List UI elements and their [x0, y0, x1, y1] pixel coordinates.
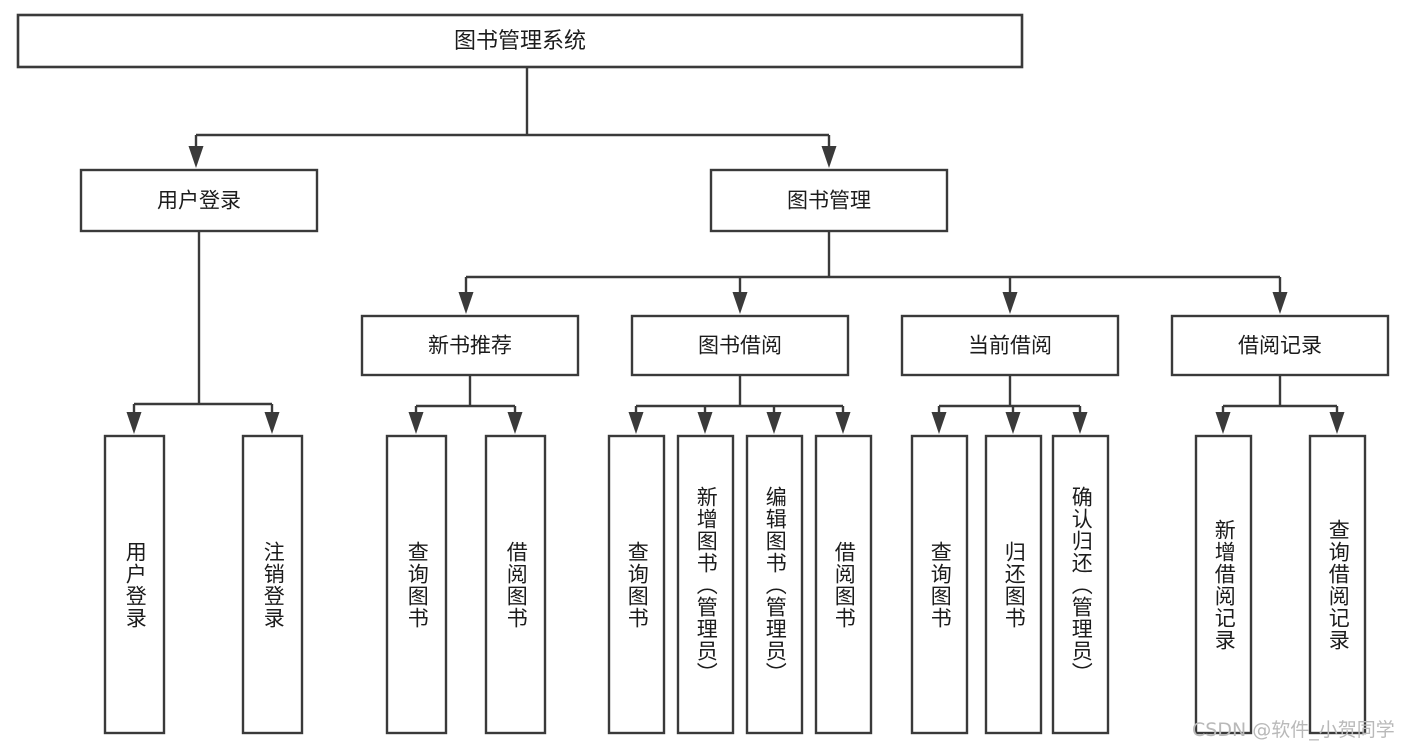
- csdn-watermark: CSDN @软件_小贺同学: [1192, 719, 1395, 741]
- node-borrow-record[interactable]: [1170, 314, 1390, 377]
- leaf-query-book-recommend[interactable]: [385, 434, 448, 735]
- connector-book-management-to-level2-arrow-3: [1272, 292, 1288, 314]
- node-box-layer: [16, 13, 1390, 735]
- connector-book-management-to-level2: [458, 231, 1288, 314]
- node-book-management-label: 图书管理: [787, 189, 871, 213]
- leaf-query-book-borrow[interactable]: [607, 434, 666, 735]
- node-current-borrow[interactable]: [900, 314, 1120, 377]
- connector-user-login-to-leaves: [126, 231, 280, 434]
- node-new-book-recommend[interactable]: [360, 314, 580, 377]
- leaf-query-borrow-record[interactable]: [1308, 434, 1367, 735]
- connector-user-login-to-leaves-arrow-1: [264, 412, 280, 434]
- leaf-return-book[interactable]: [984, 434, 1043, 735]
- leaf-confirm-return-admin[interactable]: [1051, 434, 1110, 735]
- leaf-edit-book-admin[interactable]: [745, 434, 804, 735]
- connector-borrow-record-to-leaves-arrow-1: [1329, 412, 1345, 434]
- connector-book-borrow-to-leaves-arrow-0: [628, 412, 644, 434]
- root-node-book-management-system[interactable]: [16, 13, 1024, 69]
- node-user-login[interactable]: [79, 168, 319, 233]
- node-book-management[interactable]: [709, 168, 949, 233]
- connector-book-borrow-to-leaves-arrow-2: [766, 412, 782, 434]
- leaf-add-book-admin[interactable]: [676, 434, 735, 735]
- connector-current-borrow-to-leaves: [931, 375, 1088, 434]
- leaf-borrow-book-recommend[interactable]: [484, 434, 547, 735]
- root-node-book-management-system-label: 图书管理系统: [454, 29, 586, 54]
- connector-book-borrow-to-leaves-arrow-1: [697, 412, 713, 434]
- connector-root-to-level1-arrow-1: [821, 146, 837, 168]
- leaf-add-borrow-record[interactable]: [1194, 434, 1253, 735]
- node-borrow-record-label: 借阅记录: [1238, 334, 1322, 358]
- connector-book-borrow-to-leaves-arrow-3: [835, 412, 851, 434]
- connector-book-borrow-to-leaves: [628, 375, 851, 434]
- leaf-user-logout[interactable]: [241, 434, 304, 735]
- connector-borrow-record-to-leaves-arrow-0: [1215, 412, 1231, 434]
- connector-new-book-to-leaves: [408, 375, 523, 434]
- node-book-borrow-label: 图书借阅: [698, 334, 782, 358]
- connector-borrow-record-to-leaves: [1215, 375, 1345, 434]
- node-user-login-label: 用户登录: [157, 189, 241, 213]
- connector-book-management-to-level2-arrow-1: [732, 292, 748, 314]
- node-new-book-recommend-label: 新书推荐: [428, 334, 512, 358]
- connector-root-to-level1-arrow-0: [188, 146, 204, 168]
- connector-root-to-level1: [188, 67, 837, 168]
- connector-book-management-to-level2-arrow-2: [1002, 292, 1018, 314]
- connector-current-borrow-to-leaves-arrow-0: [931, 412, 947, 434]
- leaf-user-login[interactable]: [103, 434, 166, 735]
- connector-current-borrow-to-leaves-arrow-2: [1072, 412, 1088, 434]
- node-current-borrow-label: 当前借阅: [968, 334, 1052, 358]
- connector-user-login-to-leaves-arrow-0: [126, 412, 142, 434]
- leaf-borrow-book[interactable]: [814, 434, 873, 735]
- leaf-query-book-current[interactable]: [910, 434, 969, 735]
- node-book-borrow[interactable]: [630, 314, 850, 377]
- connector-new-book-to-leaves-arrow-1: [507, 412, 523, 434]
- connector-layer: [126, 67, 1345, 434]
- connector-new-book-to-leaves-arrow-0: [408, 412, 424, 434]
- connector-current-borrow-to-leaves-arrow-1: [1005, 412, 1021, 434]
- connector-book-management-to-level2-arrow-0: [458, 292, 474, 314]
